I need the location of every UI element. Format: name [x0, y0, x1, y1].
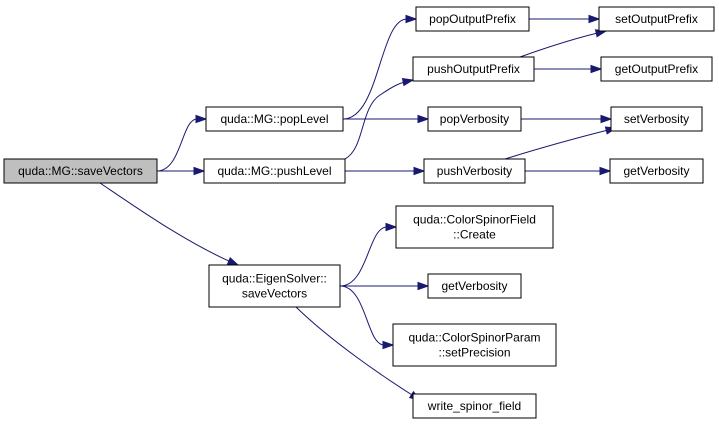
node-box — [427, 273, 522, 299]
node-layer: quda::MG::saveVectors quda::MG::popLevelq… — [3, 6, 715, 419]
node-pushLevel[interactable]: quda::MG::pushLevel — [203, 158, 346, 184]
arrowhead-pushOutputPrefix-to-getOutputPrefix — [590, 64, 603, 74]
arrowhead-popLevel-to-popOutputPrefix — [405, 14, 418, 24]
node-label: popVerbosity — [440, 112, 509, 126]
edge-pushLevel-to-pushOutputPrefix — [344, 79, 414, 160]
node-eigenSave[interactable]: quda::EigenSolver::saveVectors — [208, 264, 341, 308]
node-popVerbosity[interactable]: popVerbosity — [427, 106, 522, 132]
node-box — [427, 106, 522, 132]
node-label: setOutputPrefix — [615, 12, 698, 26]
node-box — [600, 56, 713, 82]
node-popOutputPrefix[interactable]: popOutputPrefix — [415, 6, 530, 32]
arrowhead-root-to-popLevel — [195, 114, 208, 124]
node-box — [3, 158, 158, 184]
node-label: quda::MG::pushLevel — [217, 164, 331, 178]
edge-eigenSave-to-cspSetPrecision — [339, 285, 385, 346]
arrowhead-pushLevel-to-pushOutputPrefix — [401, 77, 415, 87]
edge-pushOutputPrefix-to-setOutputPrefix — [519, 30, 607, 58]
arrowhead-pushLevel-to-pushVerbosity — [413, 166, 426, 176]
node-label: getVerbosity — [441, 279, 507, 293]
node-box — [412, 56, 535, 82]
node-box — [208, 264, 341, 308]
node-label: pushOutputPrefix — [427, 62, 520, 76]
node-label: saveVectors — [242, 287, 307, 301]
arrowhead-popOutputPrefix-to-setOutputPrefix — [588, 14, 601, 24]
node-label: ::Create — [453, 228, 496, 242]
node-box — [609, 158, 704, 184]
node-popLevel[interactable]: quda::MG::popLevel — [205, 106, 344, 132]
edge-eigenSave-to-csfCreate — [339, 226, 388, 287]
node-label: popOutputPrefix — [429, 12, 516, 26]
edge-eigenSave-to-writeSpinor — [295, 306, 421, 401]
node-box — [392, 323, 557, 367]
arrowhead-root-to-pushLevel — [193, 166, 206, 176]
node-label: write_spinor_field — [427, 399, 521, 413]
node-csfCreate[interactable]: quda::ColorSpinorField::Create — [395, 205, 554, 249]
node-setOutputPrefix[interactable]: setOutputPrefix — [598, 6, 715, 32]
arrowhead-eigenSave-to-getVerbosity2 — [417, 281, 430, 291]
node-label: quda::MG::popLevel — [220, 112, 328, 126]
node-writeSpinor[interactable]: write_spinor_field — [412, 393, 537, 419]
node-box — [423, 158, 526, 184]
node-getVerbosity2[interactable]: getVerbosity — [427, 273, 522, 299]
arrowhead-pushVerbosity-to-getVerbosity1 — [599, 166, 612, 176]
node-box — [412, 393, 537, 419]
edge-popLevel-to-popOutputPrefix — [342, 18, 408, 120]
arrowhead-root-to-eigenSave — [226, 257, 240, 266]
node-pushVerbosity[interactable]: pushVerbosity — [423, 158, 526, 184]
node-box — [415, 6, 530, 32]
node-root[interactable]: quda::MG::saveVectors — [3, 158, 158, 184]
node-setVerbosity[interactable]: setVerbosity — [610, 106, 703, 132]
edge-layer — [99, 14, 618, 401]
node-label: quda::MG::saveVectors — [18, 164, 143, 178]
node-box — [205, 106, 344, 132]
node-getOutputPrefix[interactable]: getOutputPrefix — [600, 56, 713, 82]
arrowhead-eigenSave-to-csfCreate — [385, 222, 398, 232]
edge-pushVerbosity-to-setVerbosity — [504, 127, 617, 160]
node-cspSetPrecision[interactable]: quda::ColorSpinorParam::setPrecision — [392, 323, 557, 367]
arrowhead-eigenSave-to-cspSetPrecision — [382, 340, 395, 350]
node-box — [395, 205, 554, 249]
node-label: ::setPrecision — [438, 346, 510, 360]
arrowhead-popLevel-to-popVerbosity — [417, 114, 430, 124]
node-label: quda::EigenSolver:: — [222, 272, 327, 286]
node-label: getVerbosity — [623, 164, 689, 178]
edge-root-to-popLevel — [156, 118, 198, 172]
node-getVerbosity1[interactable]: getVerbosity — [609, 158, 704, 184]
node-box — [610, 106, 703, 132]
node-label: setVerbosity — [624, 112, 689, 126]
node-pushOutputPrefix[interactable]: pushOutputPrefix — [412, 56, 535, 82]
arrowhead-popVerbosity-to-setVerbosity — [600, 114, 613, 124]
node-label: quda::ColorSpinorParam — [408, 331, 540, 345]
node-label: quda::ColorSpinorField — [413, 213, 536, 227]
node-box — [598, 6, 715, 32]
node-label: getOutputPrefix — [615, 62, 698, 76]
edge-root-to-eigenSave — [99, 182, 239, 266]
node-label: pushVerbosity — [437, 164, 512, 178]
node-box — [203, 158, 346, 184]
